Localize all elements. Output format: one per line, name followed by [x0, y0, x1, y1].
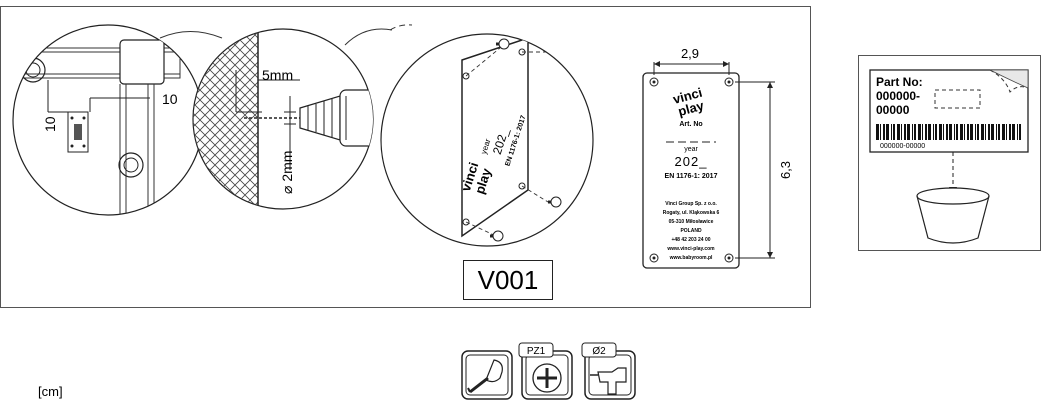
barcode-bar: [918, 124, 921, 140]
part-no-label: Part No:: [876, 75, 923, 89]
drill-depth-label: 5mm: [262, 67, 293, 83]
main-frame: [0, 6, 811, 308]
barcode-bar: [996, 124, 997, 140]
barcode-bar: [912, 124, 913, 140]
drill-diameter-label: ⌀ 2mm: [279, 151, 295, 194]
plate-city: 05-310 Miłosławice: [669, 219, 714, 225]
barcode-bar: [886, 124, 889, 140]
barcode-bar: [1009, 124, 1011, 140]
plate-web1: www.vinci-play.com: [666, 246, 715, 252]
barcode-bar: [1017, 124, 1018, 140]
barcode-bar: [1012, 124, 1015, 140]
barcode-bar: [943, 124, 944, 140]
plate-art-no: Art. No: [679, 121, 702, 128]
label-frame: [858, 55, 1041, 251]
detail-plate-mounting: vinciplay year 202_ EN 1176-1: 2017: [380, 33, 594, 247]
plate-width-dim: 2,9: [681, 46, 699, 61]
barcode-bar: [939, 124, 942, 140]
barcode-bar: [991, 124, 994, 140]
barcode-bar: [988, 124, 990, 140]
plate-standard: EN 1176-1: 2017: [665, 173, 718, 180]
barcode-bar: [907, 124, 910, 140]
barcode-bar: [964, 124, 965, 140]
barcode-bar: [891, 124, 892, 140]
barcode-bar: [956, 124, 958, 140]
barcode-text: 000000-00000: [880, 143, 925, 150]
barcode: [876, 124, 1021, 140]
detail-drilling: 5mm ⌀ 2mm: [192, 28, 374, 210]
dim-wall-horizontal: 10: [162, 91, 178, 107]
barcode-bar: [1019, 124, 1021, 140]
plate-year-value: 202_: [675, 154, 708, 169]
plate-brand-logo: vinciplay: [671, 85, 707, 120]
barcode-bar: [977, 124, 979, 140]
plate-year-label: year: [684, 146, 698, 153]
barcode-bar: [914, 124, 916, 140]
barcode-bar: [922, 124, 923, 140]
barcode-bar: [981, 124, 984, 140]
barcode-bar: [949, 124, 952, 140]
barcode-bar: [946, 124, 948, 140]
barcode-bar: [1002, 124, 1005, 140]
unit-label: [cm]: [38, 384, 63, 399]
part-no-line1: 000000-: [876, 89, 920, 103]
trash-bin-icon: [916, 187, 990, 244]
barcode-bar: [998, 124, 1000, 140]
plate-web2: www.babyroom.pl: [669, 255, 713, 261]
barcode-bar: [960, 124, 963, 140]
barcode-bar: [954, 124, 955, 140]
barcode-bar: [935, 124, 937, 140]
plate-company: Vinci Group Sp. z o.o.: [665, 201, 717, 207]
barcode-bar: [880, 124, 881, 140]
plate-phone: +48 42 203 24 00: [671, 237, 710, 243]
dim-wall-vertical: 10: [42, 116, 58, 132]
barcode-bar: [897, 124, 900, 140]
barcode-bar: [1006, 124, 1007, 140]
barcode-bar: [904, 124, 906, 140]
barcode-bar: [893, 124, 895, 140]
code-box: V001: [463, 260, 553, 300]
barcode-bar: [967, 124, 969, 140]
part-no-line2: 00000: [876, 103, 910, 117]
barcode-bar: [975, 124, 976, 140]
barcode-bar: [883, 124, 885, 140]
barcode-bar: [928, 124, 931, 140]
detail-wall-mount: 10 10: [12, 24, 204, 216]
plate-street: Rogaty, ul. Kląkowska 6: [663, 210, 720, 216]
barcode-bar: [901, 124, 902, 140]
plate-drawing: 2,9 6,3 vinciplay Art. No year 202_ EN 1…: [642, 46, 793, 269]
barcode-bar: [970, 124, 973, 140]
barcode-bar: [933, 124, 934, 140]
plate-height-dim: 6,3: [778, 161, 793, 179]
part-label: Part No: 000000- 00000 000000-00000: [869, 69, 1029, 194]
barcode-bar: [985, 124, 986, 140]
barcode-bar: [876, 124, 879, 140]
plate-country: POLAND: [680, 228, 702, 234]
barcode-bar: [925, 124, 927, 140]
